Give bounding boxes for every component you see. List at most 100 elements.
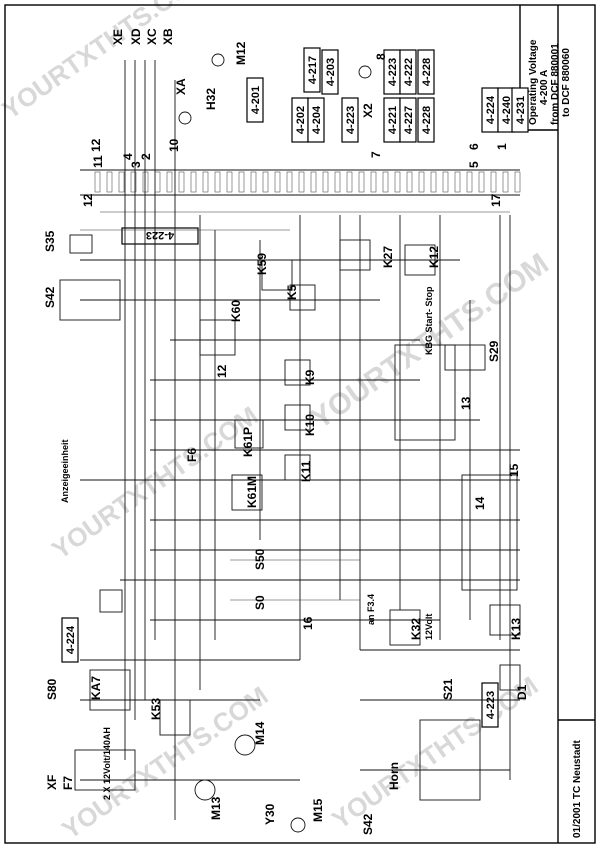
- relay-k9-box: [284, 359, 311, 386]
- diode-d1-symbol: [499, 664, 521, 691]
- page-ref-label: 4-223: [345, 106, 357, 134]
- label-n16: 16: [301, 616, 315, 630]
- label-x2: X2: [361, 103, 375, 118]
- relay-k11-box: [284, 454, 311, 481]
- lamp-s35-symbol: [69, 234, 93, 254]
- page-ref-13: 4-224: [481, 87, 499, 133]
- page-ref-18: 4-223: [481, 682, 499, 728]
- label-n12b: 12: [81, 193, 95, 207]
- fuse-row: [94, 171, 521, 193]
- label-s35: S35: [43, 230, 57, 252]
- label-xd: XD: [129, 28, 143, 45]
- label-k32v: 12Volt: [424, 614, 434, 640]
- motor-m12-symbol: [211, 53, 225, 67]
- page-ref-15: 4-231: [511, 87, 529, 133]
- fuse-6: [154, 171, 161, 193]
- label-n12c: 12: [215, 364, 229, 378]
- label-anf34: an F3.4: [366, 594, 376, 625]
- switch-s42-symbol: [59, 279, 121, 321]
- title-line-1: Operating Voltage: [528, 39, 539, 125]
- motor-m13-symbol: [194, 779, 216, 801]
- label-k11: K11: [299, 460, 313, 482]
- watermark-4: YOURTXTHTS.COM: [326, 670, 543, 835]
- fuse-29: [430, 171, 437, 193]
- label-n17: 17: [489, 193, 503, 207]
- label-xe: XE: [111, 29, 125, 45]
- page-ref-10: 4-221: [383, 97, 401, 143]
- fuse-10: [202, 171, 209, 193]
- label-kbg: KBG Start- Stop: [424, 286, 434, 355]
- page-ref-5: 4-228: [417, 49, 435, 95]
- page-ref-8: 4-204: [307, 97, 325, 143]
- fuse-19: [310, 171, 317, 193]
- fuse-23: [358, 171, 365, 193]
- page-ref-17: 4-224: [61, 617, 79, 663]
- page-ref-label: 4-202: [295, 106, 307, 134]
- fuse-5: [142, 171, 149, 193]
- footer-text: 01/2001 TC Neustadt: [572, 740, 583, 838]
- page-ref-label: 4-224: [485, 95, 497, 124]
- label-k13: K13: [509, 618, 523, 640]
- fuse-36: [514, 171, 521, 193]
- label-horn: Horn: [387, 762, 401, 790]
- label-m15: M15: [311, 798, 325, 822]
- label-s50: S50: [253, 548, 267, 570]
- fuse-17: [286, 171, 293, 193]
- page-ref-label: 4-221: [387, 106, 399, 134]
- display-unit-panel: [461, 474, 518, 591]
- label-n6: 6: [467, 143, 481, 150]
- label-ka7: KA7: [89, 676, 103, 700]
- page-ref-label: 4-217: [307, 56, 319, 84]
- page-ref-label: 4-203: [325, 58, 337, 86]
- fuse-28: [418, 171, 425, 193]
- page-ref-11: 4-227: [399, 97, 417, 143]
- page-ref-14: 4-240: [497, 87, 515, 133]
- label-k53: K53: [149, 698, 163, 720]
- motor-m14-symbol: [234, 734, 256, 756]
- fuse-33: [478, 171, 485, 193]
- label-k60: K60: [229, 300, 243, 322]
- page-border: [4, 4, 596, 844]
- relay-k5-box: [289, 284, 316, 311]
- page-ref-label: 4-223: [146, 229, 174, 241]
- fuse-24: [370, 171, 377, 193]
- page-ref-6: 4-201: [246, 77, 264, 123]
- title-line-2: 4-200 A: [539, 70, 550, 105]
- label-m13: M13: [209, 796, 223, 820]
- page-ref-label: 4-228: [421, 106, 433, 134]
- label-n13: 13: [459, 396, 473, 410]
- fuse-25: [382, 171, 389, 193]
- label-xc: XC: [145, 28, 159, 45]
- kbg-module: [394, 344, 456, 441]
- title-line-4: to DCF 880060: [561, 48, 572, 117]
- page-ref-label: 4-224: [65, 625, 77, 654]
- relay-ka7-box: [89, 669, 131, 711]
- relay-k61p-box: [234, 419, 264, 449]
- label-s42a: S42: [43, 286, 57, 308]
- page-ref-16: 4-223: [121, 227, 199, 245]
- label-n11: 11: [91, 155, 105, 168]
- label-n7: 7: [369, 151, 383, 158]
- watermark-5: YOURTXTHTS.COM: [56, 680, 273, 845]
- fuse-22: [346, 171, 353, 193]
- label-n8: 8: [374, 53, 388, 60]
- fuse-13: [238, 171, 245, 193]
- page-ref-label: 4-201: [250, 86, 262, 114]
- fuse-14: [250, 171, 257, 193]
- title-line-3: from DCF 880001: [550, 43, 561, 125]
- page-ref-label: 4-204: [311, 105, 323, 134]
- relay-k12-box: [404, 244, 436, 276]
- fuse-4: [130, 171, 137, 193]
- page-ref-4: 4-222: [399, 49, 417, 95]
- label-k32: K32: [409, 618, 423, 640]
- label-m12: M12: [234, 41, 248, 65]
- fuse-1: [94, 171, 101, 193]
- fuse-12: [226, 171, 233, 193]
- label-k27: K27: [381, 246, 395, 268]
- fuse-2: [106, 171, 113, 193]
- page-ref-9: 4-223: [341, 97, 359, 143]
- watermark-layer: YOURTXTHTS.COM YOURTXTHTS.COM YOURTXTHTS…: [0, 0, 555, 845]
- page-ref-label: 4-223: [485, 691, 497, 719]
